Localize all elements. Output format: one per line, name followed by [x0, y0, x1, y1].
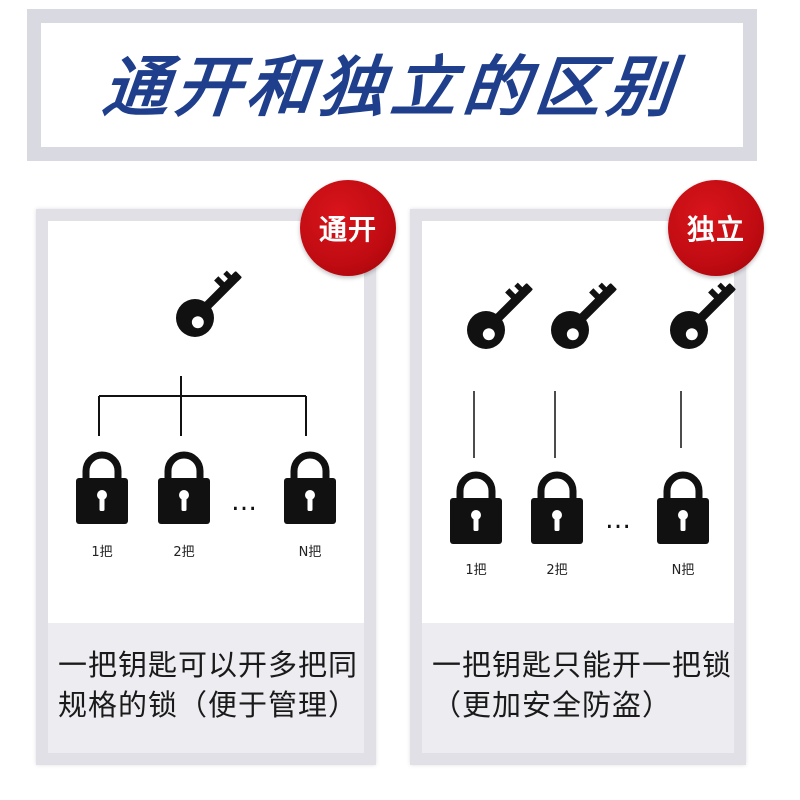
padlock-icon	[76, 455, 128, 524]
padlock-icon	[531, 475, 583, 544]
title-banner: 通开和独立的区别	[27, 9, 757, 161]
padlock-icon	[657, 475, 709, 544]
padlock-icon	[158, 455, 210, 524]
caption-line-1: 一把钥匙只能开一把锁	[432, 648, 733, 682]
lock-label: 2把	[173, 545, 194, 560]
lock-label: 1把	[465, 563, 486, 578]
caption-line-2: （更加安全防盗）	[432, 688, 673, 722]
card-tongkai-caption: 一把钥匙可以开多把同 规格的锁（便于管理）	[48, 623, 364, 753]
lock-label: N把	[672, 563, 695, 578]
caption-line-2: 规格的锁（便于管理）	[58, 688, 359, 722]
key-icon	[662, 272, 747, 357]
lock-label: N把	[299, 545, 322, 560]
card-tongkai-diagram-area	[48, 221, 364, 623]
key-icon	[543, 272, 628, 357]
ellipsis: …	[605, 505, 631, 535]
ellipsis: …	[231, 487, 257, 517]
caption-line-1: 一把钥匙可以开多把同	[58, 648, 359, 682]
key-icon	[168, 260, 253, 345]
padlock-icon	[284, 455, 336, 524]
badge-tongkai: 通开	[300, 180, 396, 276]
card-duli-caption: 一把钥匙只能开一把锁 （更加安全防盗）	[422, 623, 734, 753]
key-icon	[459, 272, 544, 357]
lock-label: 2把	[546, 563, 567, 578]
padlock-icon	[450, 475, 502, 544]
card-duli: 一把钥匙只能开一把锁 （更加安全防盗）	[410, 209, 746, 765]
badge-duli: 独立	[668, 180, 764, 276]
lock-label: 1把	[91, 545, 112, 560]
